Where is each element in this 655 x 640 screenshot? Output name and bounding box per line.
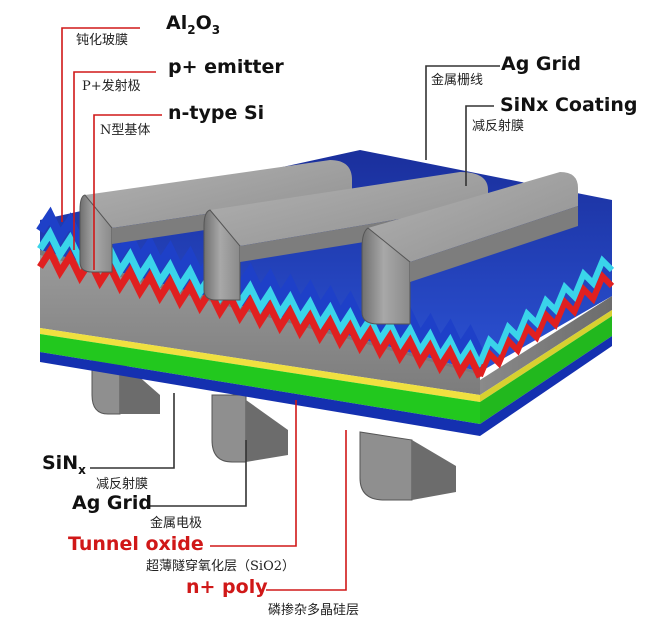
leader-tunnel-oxide [210,400,297,547]
label-p-emitter: p+ emitter [168,56,284,78]
rear-ag-finger-3 [359,431,456,501]
label-sinx-coating: SiNx Coating [500,94,638,116]
label-sinx-bottom: SiNx [42,452,86,477]
n-poly-layer [40,334,480,424]
sinx-rear-layer [40,352,480,436]
leader-n-poly [266,430,347,591]
leader-n-type [93,114,162,270]
leader-al2o3 [61,27,140,222]
p-emitter-sawtooth-side [477,271,615,378]
leader-sinx-coating [465,105,494,186]
label-al2o3-cn: 钝化玻膜 [76,33,129,48]
label-n-poly-cn: 磷掺杂多晶硅层 [268,603,360,618]
p-emitter-sawtooth [37,244,484,380]
label-n-type: n-type Si [168,102,265,124]
tunnel-oxide-layer [40,328,480,402]
leader-ag-grid-top [425,65,500,160]
leader-p-emitter [73,71,156,250]
label-p-emitter-cn: P+发射极 [82,79,141,94]
label-sinx-bottom-cn: 减反射膜 [96,477,149,492]
label-al2o3: Al2O3 [166,12,221,37]
label-ag-grid-bottom: Ag Grid [72,492,152,514]
label-tunnel-oxide: Tunnel oxide [68,533,204,555]
rear-ag-finger-2 [211,394,288,463]
al2o3-sawtooth [37,226,484,369]
leader-lines [61,27,500,591]
label-ag-grid-bottom-cn: 金属电极 [150,516,203,531]
leader-ag-grid-bottom [150,440,247,507]
label-n-poly: n+ poly [186,576,268,598]
label-sinx-coating-cn: 减反射膜 [472,119,525,134]
leader-sinx-bottom [90,393,175,469]
label-n-type-cn: N型基体 [100,123,151,138]
label-tunnel-oxide-cn: 超薄隧穿氧化层（SiO2） [146,559,295,574]
label-ag-grid-top: Ag Grid [501,53,581,75]
al2o3-sawtooth-side [477,255,615,365]
label-ag-grid-top-cn: 金属栅线 [431,73,484,88]
cell-side-face [480,296,612,436]
front-ag-finger-3 [361,172,578,325]
